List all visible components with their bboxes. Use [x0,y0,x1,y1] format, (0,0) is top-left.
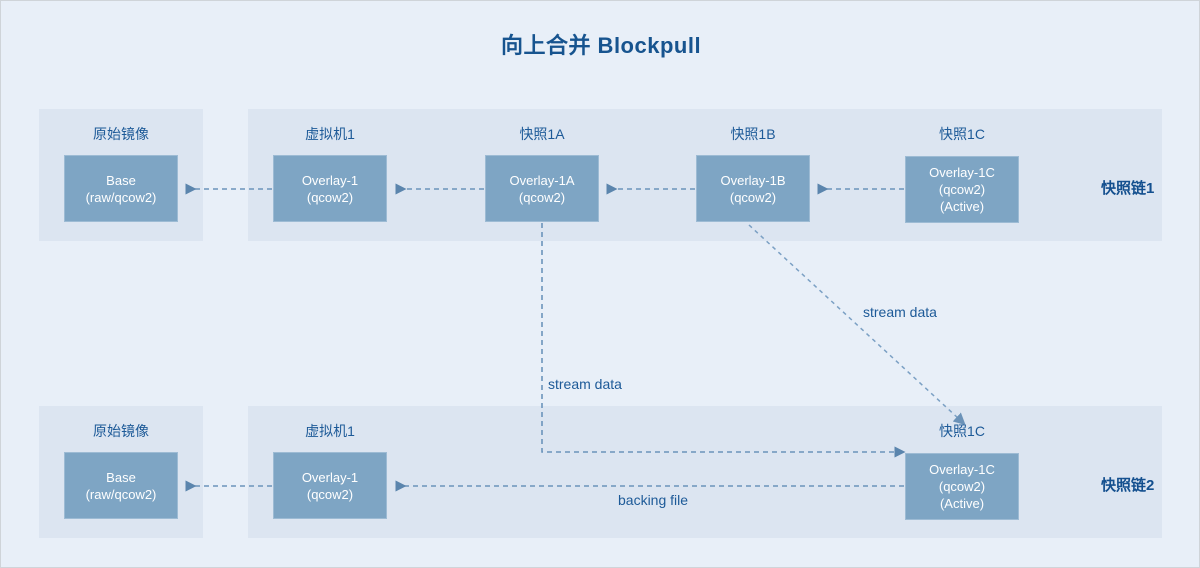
edge-label-stream-data-vertical: stream data [548,376,622,392]
caption-chain2-snapshot-1c: 快照1C [939,423,985,439]
caption-chain1-original-image: 原始镜像 [93,126,149,142]
caption-chain1-snapshot-1a: 快照1A [519,126,565,142]
node-chain1-base[interactable]: Base (raw/qcow2) [64,155,178,222]
caption-chain1-snapshot-1c: 快照1C [939,126,985,142]
page-title: 向上合并 Blockpull [500,33,702,58]
node-chain1-overlay-1a[interactable]: Overlay-1A (qcow2) [485,155,599,222]
node-chain2-overlay-1[interactable]: Overlay-1 (qcow2) [273,452,387,519]
edge-label-backing-file: backing file [618,492,689,508]
node-chain2-base[interactable]: Base (raw/qcow2) [64,452,178,519]
node-chain1-overlay-1[interactable]: Overlay-1 (qcow2) [273,155,387,222]
caption-chain1-snapshot-1b: 快照1B [730,126,776,142]
edge-label-stream-data-diagonal: stream data [863,304,937,320]
node-chain1-overlay-1b[interactable]: Overlay-1B (qcow2) [696,155,810,222]
node-chain2-overlay-1c[interactable]: Overlay-1C (qcow2) (Active) [905,453,1019,520]
node-chain1-overlay-1c[interactable]: Overlay-1C (qcow2) (Active) [905,156,1019,223]
caption-chain2-original-image: 原始镜像 [93,423,149,439]
caption-chain1-vm1: 虚拟机1 [305,126,355,142]
chain-label-1: 快照链1 [1101,180,1155,197]
chain-label-2: 快照链2 [1101,477,1155,494]
caption-chain2-vm1: 虚拟机1 [305,423,355,439]
wire-stream-data-diagonal [748,224,966,426]
